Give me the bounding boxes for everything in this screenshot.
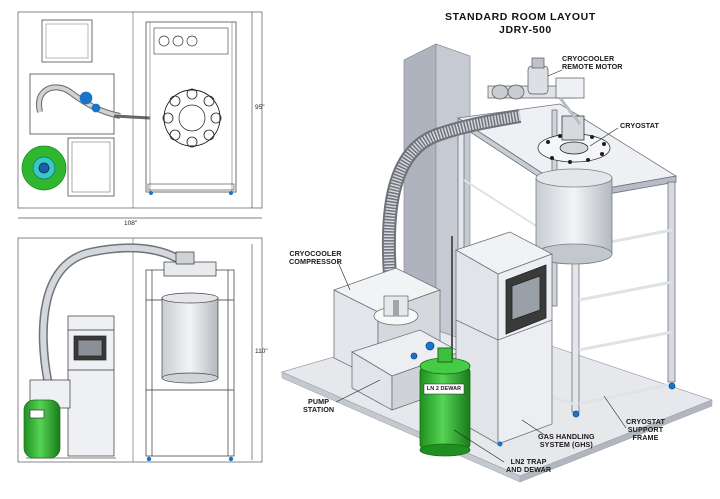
label-cryostat-support-frame: CRYOSTAT SUPPORT FRAME <box>626 418 665 442</box>
label-line: CRYOSTAT <box>626 417 665 426</box>
label-line: CRYOCOOLER <box>562 54 615 63</box>
cryostat-body <box>535 168 613 265</box>
label-line: PUMP <box>308 397 330 406</box>
dimension-width: 108" <box>124 220 138 227</box>
label-ln2-trap-dewar: LN2 TRAP AND DEWAR <box>506 458 551 474</box>
diagram-title: STANDARD ROOM LAYOUT JDRY-500 <box>445 11 596 37</box>
isometric-view <box>280 43 714 483</box>
dewar-tag-text: LN 2 DEWAR <box>426 386 462 392</box>
label-cryocooler-remote-motor: CRYOCOOLER REMOTE MOTOR <box>562 55 623 71</box>
label-line: COMPRESSOR <box>289 257 342 266</box>
gas-handling-system <box>451 231 553 447</box>
label-gas-handling-system: GAS HANDLING SYSTEM (GHS) <box>538 433 595 449</box>
dimension-height: 110" <box>255 348 268 355</box>
title-line-2: JDRY-500 <box>499 24 552 36</box>
label-line: CRYOSTAT <box>620 121 659 130</box>
leader-lines <box>335 69 627 463</box>
label-line: REMOTE MOTOR <box>562 62 623 71</box>
dewar-tag <box>423 383 465 395</box>
front-view-dewar <box>23 399 61 459</box>
top-view-cryostat-frame <box>145 21 237 193</box>
front-view-cryostat <box>161 297 219 379</box>
top-view-outline <box>17 11 263 209</box>
label-line: SUPPORT <box>627 425 664 434</box>
label-line: STATION <box>303 405 335 414</box>
top-view-pump-station <box>29 73 115 135</box>
label-cryostat: CRYOSTAT <box>620 122 659 130</box>
cryocooler-remote-motor <box>487 57 585 125</box>
ln2-dewar <box>419 347 471 457</box>
label-line: FRAME <box>632 433 659 442</box>
label-line: AND DEWAR <box>506 465 552 474</box>
label-line: CRYOCOOLER <box>289 249 342 258</box>
title-line-1: STANDARD ROOM LAYOUT <box>445 11 596 23</box>
label-line: LN2 TRAP <box>510 457 547 466</box>
label-line: SYSTEM (GHS) <box>539 440 593 449</box>
front-view-outline <box>17 237 263 463</box>
top-view-cryostat-plate <box>163 89 221 147</box>
label-cryocooler-compressor: CRYOCOOLER COMPRESSOR <box>289 250 342 266</box>
elevation-views <box>17 237 263 463</box>
dimension-depth: 95" <box>255 104 265 111</box>
label-pump-station: PUMP STATION <box>303 398 334 414</box>
plan-views <box>17 11 263 219</box>
cryostat-top-plate <box>537 115 611 164</box>
top-view-ghs <box>67 137 115 197</box>
label-line: GAS HANDLING <box>538 432 595 441</box>
top-view-compressor <box>41 19 93 63</box>
